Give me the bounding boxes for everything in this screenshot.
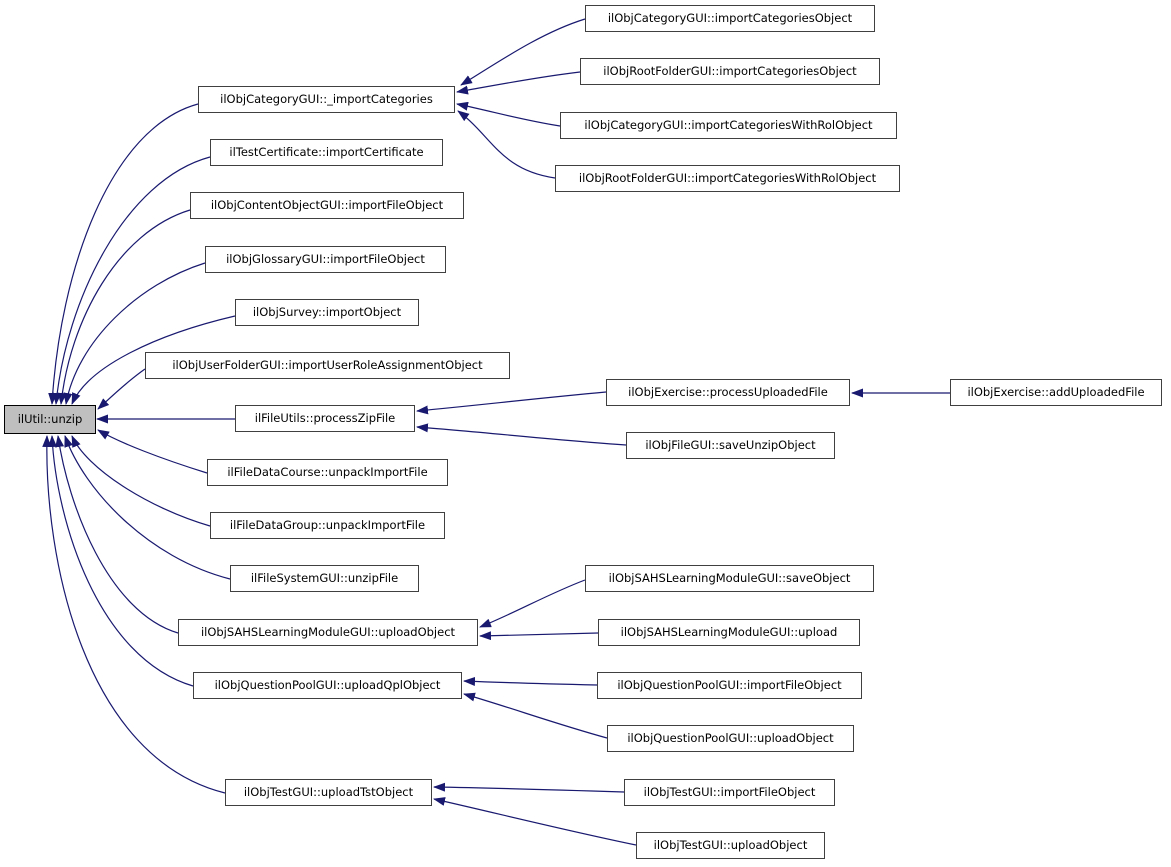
edge-b_group-to-unzip [71,435,211,527]
edge-c_cat_imp-to-b_impcat [460,18,586,86]
node-c_ex_process[interactable]: ilObjExercise::processUploadedFile [606,379,850,406]
node-c_root_imp[interactable]: ilObjRootFolderGUI::importCategoriesObje… [580,58,880,85]
node-b_tst[interactable]: ilObjTestGUI::uploadTstObject [225,779,432,806]
node-c_cat_imp[interactable]: ilObjCategoryGUI::importCategoriesObject [585,5,875,32]
edge-c_qp_upload-to-b_qpl [463,692,608,739]
edge-c_sahs_save-to-b_sahs_uploadobj [479,579,586,628]
edge-b_sahs_uploadobj-to-unzip [55,435,179,634]
edge-c_ex_process-to-b_zipfile [416,391,607,415]
edge-b_survey-to-unzip [71,315,236,405]
node-d_ex_add[interactable]: ilObjExercise::addUploadedFile [950,379,1162,406]
edge-c_sahs_upload-to-b_sahs_uploadobj [479,631,599,641]
node-c_sahs_save[interactable]: ilObjSAHSLearningModuleGUI::saveObject [585,565,874,592]
node-b_content[interactable]: ilObjContentObjectGUI::importFileObject [190,192,464,219]
edge-c_test_import-to-b_tst [433,782,625,793]
edge-c_test_upload-to-b_tst [433,797,637,846]
node-c_test_import[interactable]: ilObjTestGUI::importFileObject [624,779,835,806]
edge-b_tst-to-unzip [42,435,226,794]
node-unzip[interactable]: ilUtil::unzip [4,405,96,434]
node-b_group[interactable]: ilFileDataGroup::unpackImportFile [210,512,445,539]
edge-c_cat_rol-to-b_impcat [456,101,561,127]
node-b_impcat[interactable]: ilObjCategoryGUI::_importCategories [198,86,455,113]
edge-b_gloss-to-unzip [63,262,206,405]
node-b_cert[interactable]: ilTestCertificate::importCertificate [210,139,443,166]
edge-b_fs-to-unzip [64,435,231,580]
node-b_survey[interactable]: ilObjSurvey::importObject [235,299,419,326]
node-c_file_save[interactable]: ilObjFileGUI::saveUnzipObject [626,432,835,459]
node-b_zipfile[interactable]: ilFileUtils::processZipFile [235,405,415,432]
edge-b_userfolder-to-unzip [97,368,146,410]
edge-b_cert-to-unzip [52,156,211,405]
node-b_sahs_uploadobj[interactable]: ilObjSAHSLearningModuleGUI::uploadObject [178,619,478,646]
node-b_qpl[interactable]: ilObjQuestionPoolGUI::uploadQplObject [193,672,462,699]
edge-b_impcat-to-unzip [48,103,199,405]
edge-c_file_save-to-b_zipfile [416,423,627,446]
node-c_test_upload[interactable]: ilObjTestGUI::uploadObject [636,832,825,859]
node-c_qp_upload[interactable]: ilObjQuestionPoolGUI::uploadObject [607,725,854,752]
edge-c_root_rol-to-b_impcat [457,110,556,179]
edge-c_qp_import-to-b_qpl [463,676,598,686]
edge-c_root_imp-to-b_impcat [456,71,581,95]
node-c_cat_rol[interactable]: ilObjCategoryGUI::importCategoriesWithRo… [560,112,897,139]
node-b_gloss[interactable]: ilObjGlossaryGUI::importFileObject [205,246,446,273]
edge-b_course-to-unzip [97,429,208,474]
node-b_userfolder[interactable]: ilObjUserFolderGUI::importUserRoleAssign… [145,352,510,379]
node-b_course[interactable]: ilFileDataCourse::unpackImportFile [207,459,448,486]
edge-b_content-to-unzip [57,209,191,405]
node-b_fs[interactable]: ilFileSystemGUI::unzipFile [230,565,419,592]
node-c_qp_import[interactable]: ilObjQuestionPoolGUI::importFileObject [597,672,862,699]
edge-b_qpl-to-unzip [48,435,194,687]
node-c_sahs_upload[interactable]: ilObjSAHSLearningModuleGUI::upload [598,619,860,646]
node-c_root_rol[interactable]: ilObjRootFolderGUI::importCategoriesWith… [555,165,900,192]
